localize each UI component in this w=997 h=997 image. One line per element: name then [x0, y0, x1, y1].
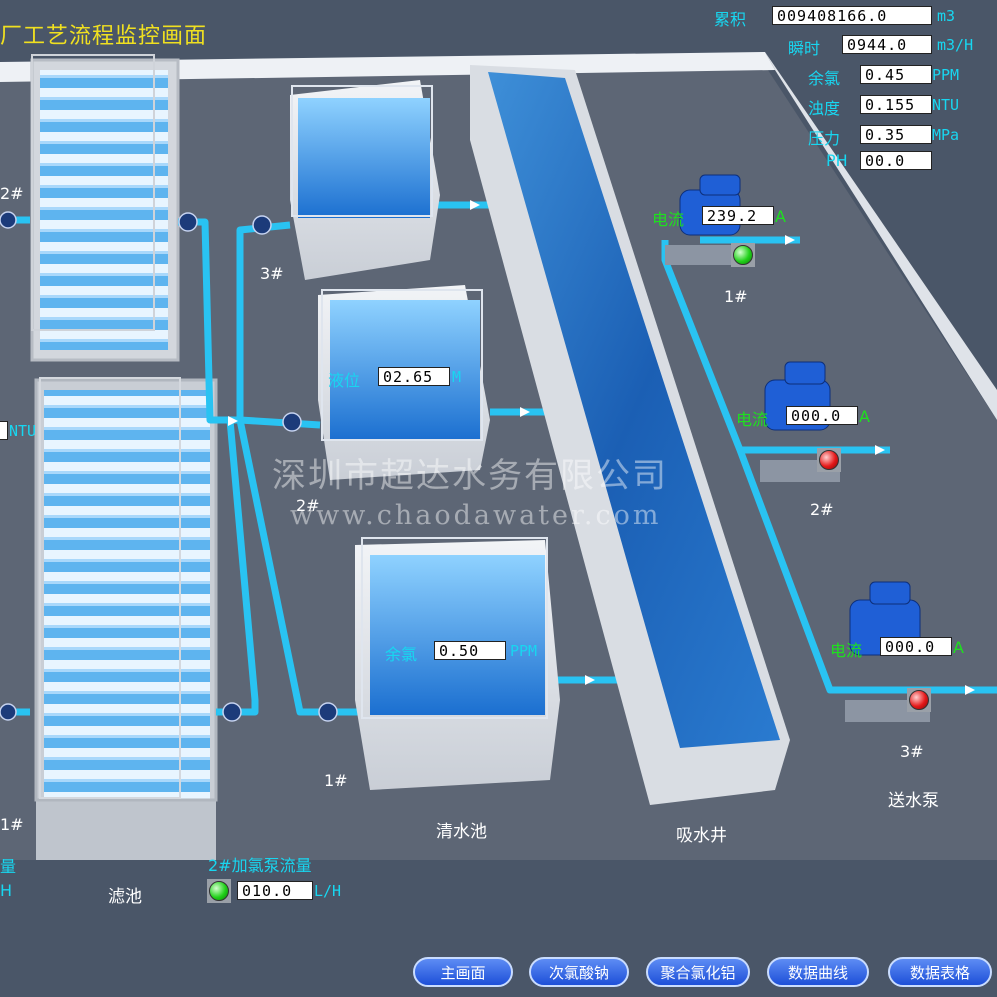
nav-tables-button[interactable]: 数据表格	[888, 957, 992, 987]
pump3-current-label: 电流	[830, 641, 863, 660]
valves	[0, 211, 338, 722]
nav-pac-button[interactable]: 聚合氯化铝	[646, 957, 750, 987]
tank2-number: 2#	[296, 496, 320, 515]
pump1-current-value: 239.2	[702, 206, 774, 225]
dosing-status-lamp	[207, 879, 231, 903]
pressure-unit: MPa	[932, 126, 960, 144]
flow-arrows	[228, 200, 975, 695]
clear-tank-3	[290, 80, 440, 280]
turbidity-unit: NTU	[932, 96, 960, 114]
pump3-current-value: 000.0	[880, 637, 952, 656]
dosing-flow-label: 2#加氯泵流量	[208, 856, 312, 875]
pump2-number: 2#	[810, 500, 834, 519]
pump1-current-label: 电流	[652, 210, 685, 229]
tank1-chlorine-unit: PPM	[510, 642, 538, 660]
pump3-number: 3#	[900, 742, 924, 761]
filter-lower	[34, 377, 218, 860]
left-flow-unit: H	[0, 881, 13, 900]
red-status-icon	[819, 450, 839, 470]
green-status-icon	[733, 245, 753, 265]
instant-unit: m3/H	[937, 36, 974, 54]
clear-tank-1	[355, 537, 560, 790]
back-wall	[0, 52, 775, 82]
filter-label: 滤池	[108, 887, 142, 907]
watermark-company: 深圳市超达水务有限公司	[272, 456, 668, 496]
pump1-number: 1#	[724, 287, 748, 306]
tank1-number: 1#	[324, 771, 348, 790]
filter-upper	[30, 54, 180, 362]
nav-curves-button[interactable]: 数据曲线	[767, 957, 869, 987]
pump2-current-unit: A	[859, 407, 870, 426]
tank1-chlorine-value: 0.50	[434, 641, 506, 660]
watermark-url: www.chaodawater.com	[290, 500, 662, 531]
green-status-icon	[209, 881, 229, 901]
right-wall	[765, 52, 997, 420]
nav-sodium-hypochlorite-button[interactable]: 次氯酸钠	[529, 957, 629, 987]
ph-value: 00.0	[860, 151, 932, 170]
dosing-flow-value: 010.0	[237, 881, 313, 900]
tank2-level-unit: M	[452, 368, 462, 386]
tank2-level-value: 02.65	[378, 367, 450, 386]
turbidity-value: 0.155	[860, 95, 932, 114]
suction-well	[470, 65, 790, 805]
chlorine-value: 0.45	[860, 65, 932, 84]
pump2-current-label: 电流	[736, 410, 769, 429]
pump-area-label: 送水泵	[888, 791, 939, 811]
pump2-status-lamp	[817, 448, 841, 472]
page-title: 厂工艺流程监控画面	[0, 24, 208, 49]
dosing-flow-unit: L/H	[314, 882, 342, 900]
pump1-current-unit: A	[775, 207, 786, 226]
pressure-value: 0.35	[860, 125, 932, 144]
tank2-level-label: 液位	[328, 371, 361, 390]
chlorine-unit: PPM	[932, 66, 960, 84]
instant-label: 瞬时	[788, 39, 821, 58]
pump1-status-lamp	[731, 243, 755, 267]
cumulative-label: 累积	[714, 10, 747, 29]
chlorine-label: 余氯	[808, 69, 841, 88]
ph-label: PH	[826, 151, 848, 170]
left-flow-label: 量	[0, 857, 17, 876]
left-ntu-unit: NTU	[9, 422, 37, 440]
turbidity-label: 浊度	[808, 99, 841, 118]
nav-main-button[interactable]: 主画面	[413, 957, 513, 987]
left-ntu-value-box	[0, 421, 8, 440]
tank1-chlorine-label: 余氯	[385, 645, 418, 664]
pump3-current-unit: A	[953, 638, 964, 657]
red-status-icon	[909, 690, 929, 710]
cumulative-value: 009408166.0	[772, 6, 932, 25]
cumulative-unit: m3	[937, 7, 956, 25]
left-filter-number-bottom: 1#	[0, 815, 24, 834]
clear-water-label: 清水池	[436, 822, 487, 842]
suction-well-label: 吸水井	[676, 826, 727, 846]
tank3-number: 3#	[260, 264, 284, 283]
pump2-current-value: 000.0	[786, 406, 858, 425]
pump3-status-lamp	[907, 688, 931, 712]
pressure-label: 压力	[808, 129, 841, 148]
left-filter-number-top: 2#	[0, 184, 24, 203]
instant-value: 0944.0	[842, 35, 932, 54]
